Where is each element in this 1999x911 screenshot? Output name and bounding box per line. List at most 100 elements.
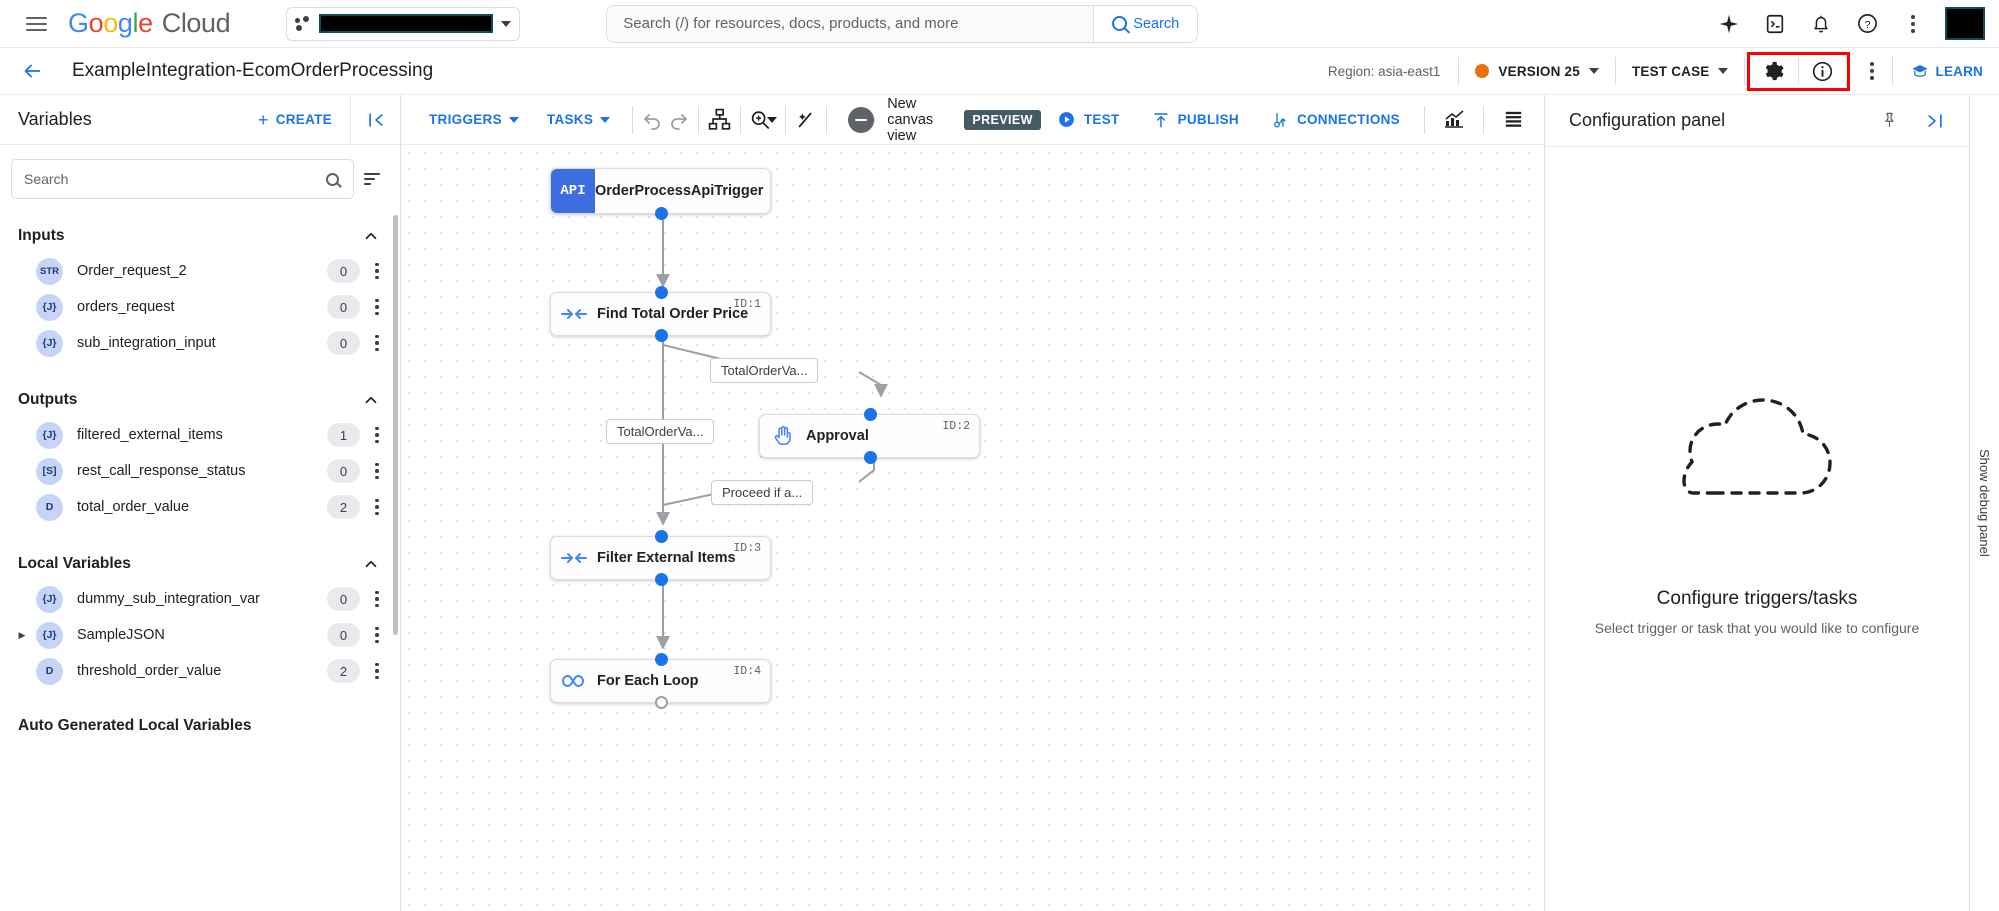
- edge-label[interactable]: Proceed if a...: [711, 480, 814, 505]
- node-input-port[interactable]: [655, 286, 668, 299]
- collapse-right-icon[interactable]: [1915, 101, 1955, 141]
- variable-name: SampleJSON: [77, 627, 165, 643]
- search-button[interactable]: Search: [1093, 5, 1198, 42]
- integration-header: ExampleIntegration-EcomOrderProcessing R…: [0, 48, 1999, 95]
- node-output-port[interactable]: [864, 451, 877, 464]
- sort-icon[interactable]: [364, 168, 386, 190]
- collapse-left-icon[interactable]: [350, 95, 400, 144]
- edge-label[interactable]: TotalOrderVa...: [710, 358, 819, 383]
- variable-usage-count: 0: [327, 259, 360, 283]
- help-question-icon[interactable]: ?: [1847, 4, 1887, 44]
- zoom-in-icon[interactable]: [748, 100, 773, 140]
- project-picker[interactable]: [286, 6, 521, 41]
- row-more-vert-icon[interactable]: [364, 656, 390, 686]
- new-canvas-view-toggle[interactable]: [848, 106, 876, 133]
- undo-icon[interactable]: [641, 100, 666, 140]
- search-input[interactable]: [607, 5, 1094, 42]
- tasks-menu[interactable]: TASKS: [533, 112, 624, 127]
- publish-button[interactable]: PUBLISH: [1136, 111, 1255, 129]
- row-more-vert-icon[interactable]: [364, 456, 390, 486]
- node-input-port[interactable]: [655, 653, 668, 666]
- node-input-port[interactable]: [655, 530, 668, 543]
- node-input-port[interactable]: [864, 408, 877, 421]
- variable-type-badge: D: [36, 493, 63, 521]
- chevron-up-icon[interactable]: [360, 553, 382, 575]
- expand-triangle-icon[interactable]: ▶: [18, 629, 26, 640]
- edge-label[interactable]: TotalOrderVa...: [606, 419, 715, 444]
- row-more-vert-icon[interactable]: [364, 492, 390, 522]
- back-arrow-icon[interactable]: [14, 53, 50, 89]
- canvas-toolbar-actions: TEST PUBLISH CONNECTIONS: [1041, 100, 1544, 140]
- variable-type-badge: STR: [36, 257, 63, 285]
- show-debug-panel-rail[interactable]: Show debug panel: [1969, 95, 1999, 911]
- info-circle-icon[interactable]: [1799, 51, 1847, 91]
- configuration-panel-actions: [1869, 101, 1955, 141]
- hamburger-icon[interactable]: [14, 2, 58, 46]
- connections-button[interactable]: CONNECTIONS: [1255, 111, 1416, 129]
- more-vert-icon[interactable]: [1852, 51, 1892, 91]
- divider: [1614, 57, 1616, 85]
- node-output-port[interactable]: [655, 696, 668, 709]
- more-vert-icon[interactable]: [1893, 4, 1933, 44]
- create-variable-button[interactable]: + CREATE: [258, 111, 350, 129]
- row-more-vert-icon[interactable]: [364, 256, 390, 286]
- node-output-port[interactable]: [655, 207, 668, 220]
- configuration-panel-header: Configuration panel: [1545, 95, 1969, 147]
- empty-state-title: Configure triggers/tasks: [1656, 587, 1858, 609]
- chevron-up-icon[interactable]: [360, 225, 382, 247]
- pin-icon[interactable]: [1869, 101, 1909, 141]
- node-output-port[interactable]: [655, 329, 668, 342]
- variables-section-header[interactable]: Inputs: [0, 213, 400, 253]
- configuration-panel: Configuration panel Configure trigger: [1544, 95, 1969, 911]
- test-case-selector[interactable]: TEST CASE: [1616, 64, 1744, 79]
- row-more-vert-icon[interactable]: [364, 584, 390, 614]
- row-more-vert-icon[interactable]: [364, 292, 390, 322]
- logs-list-icon[interactable]: [1492, 100, 1534, 140]
- triggers-menu[interactable]: TRIGGERS: [415, 112, 533, 127]
- chart-metrics-icon[interactable]: [1433, 100, 1475, 140]
- chevron-up-icon[interactable]: [360, 389, 382, 411]
- scrollbar[interactable]: [393, 215, 398, 635]
- row-more-vert-icon[interactable]: [364, 420, 390, 450]
- auto-layout-icon[interactable]: [707, 100, 732, 140]
- version-selector[interactable]: VERSION 25: [1459, 64, 1615, 79]
- row-more-vert-icon[interactable]: [364, 328, 390, 358]
- learn-button[interactable]: LEARN: [1893, 62, 1999, 80]
- node-output-port[interactable]: [655, 573, 668, 586]
- tasks-label: TASKS: [546, 112, 594, 127]
- user-avatar[interactable]: [1945, 7, 1985, 40]
- variables-section-header[interactable]: Auto Generated Local Variables: [0, 705, 400, 741]
- test-button[interactable]: TEST: [1041, 110, 1136, 129]
- variables-search[interactable]: [11, 159, 354, 199]
- gemini-spark-icon[interactable]: [1709, 4, 1749, 44]
- chevron-down-icon[interactable]: [766, 116, 777, 123]
- row-more-vert-icon[interactable]: [364, 620, 390, 650]
- notifications-bell-icon[interactable]: [1801, 4, 1841, 44]
- cloud-shell-icon[interactable]: [1755, 4, 1795, 44]
- gear-icon[interactable]: [1750, 51, 1798, 91]
- variables-section-header[interactable]: Local Variables: [0, 541, 400, 581]
- redo-icon[interactable]: [665, 100, 690, 140]
- search-input[interactable]: [24, 171, 326, 187]
- global-search[interactable]: Search: [606, 4, 1199, 43]
- magic-wand-icon[interactable]: [793, 100, 818, 140]
- variables-section-header[interactable]: Outputs: [0, 377, 400, 417]
- canvas-node-label: Find Total Order Price: [597, 306, 749, 322]
